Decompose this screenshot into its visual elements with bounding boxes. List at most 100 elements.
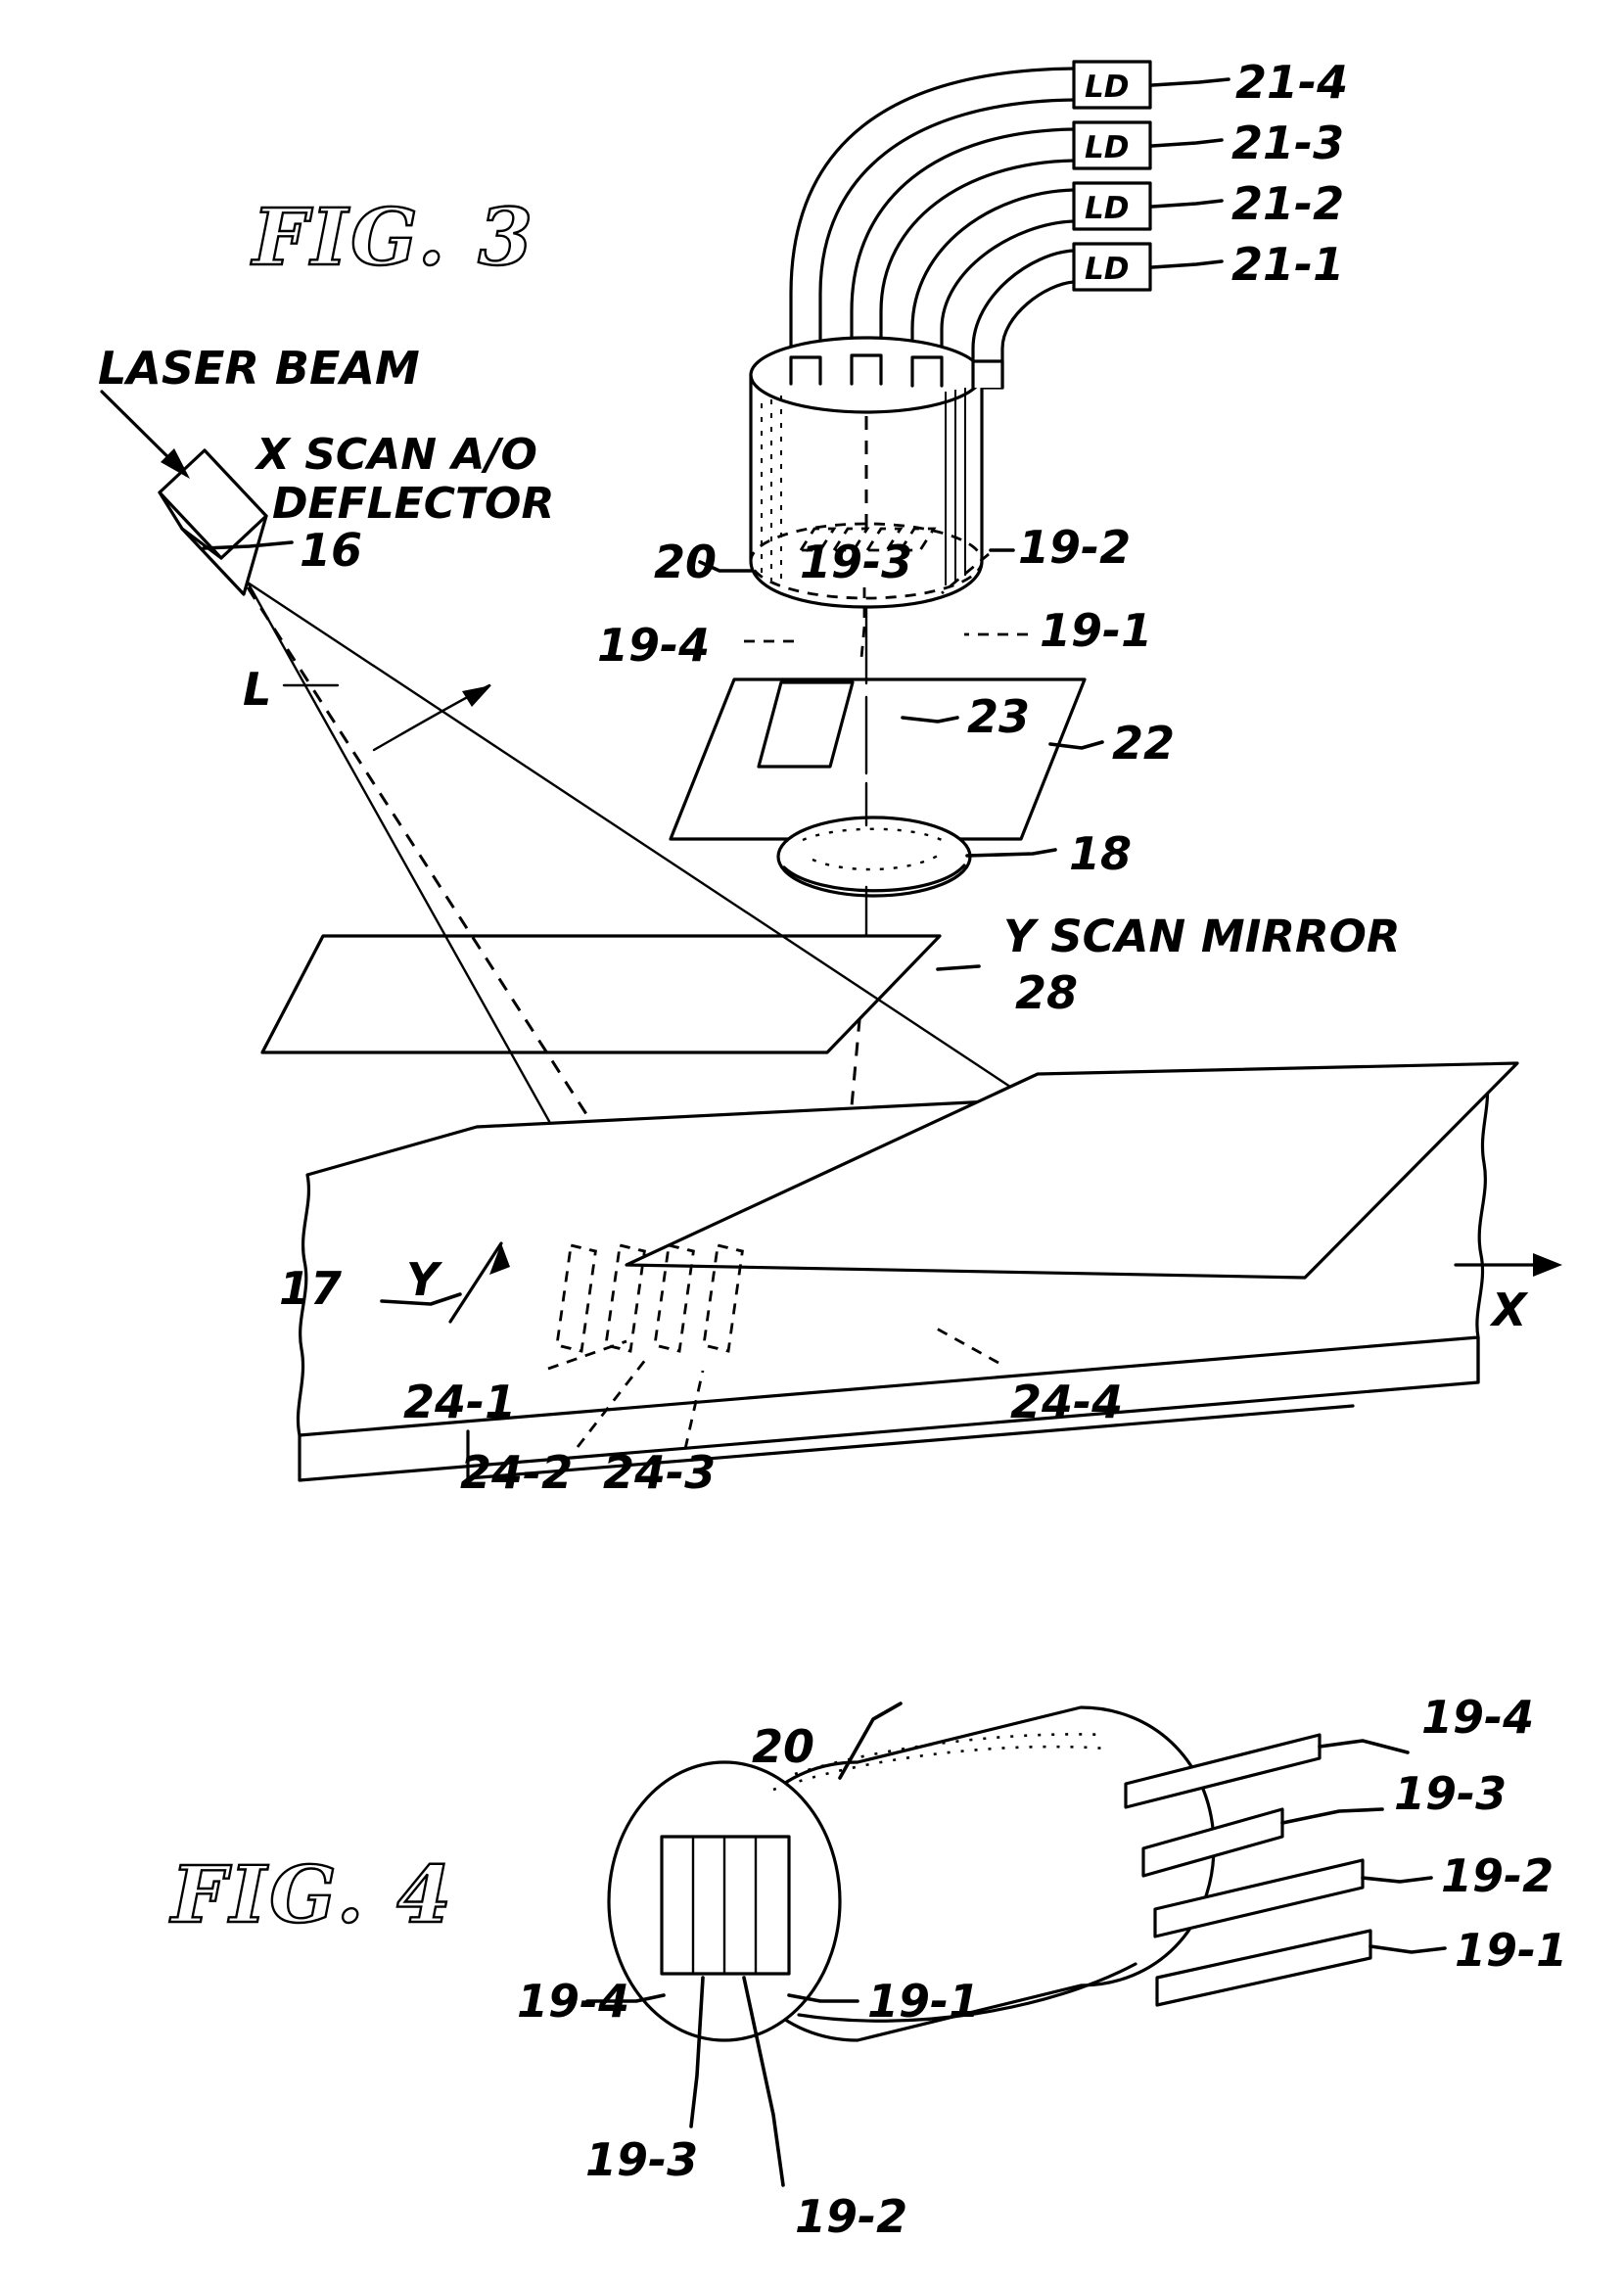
fiber-curve-3-outer (850, 127, 1076, 386)
mirror-plane-hidden-left (260, 935, 325, 1053)
spot-24-4-shape (702, 1243, 744, 1353)
fiber-port-4 (789, 355, 822, 386)
fiber-curve-2-inner (940, 219, 1076, 388)
ref-24-1: 24-1 (403, 1376, 516, 1428)
fig4-leader-19-2-face (742, 1976, 785, 2187)
ref-19-3-fig3: 19-3 (800, 536, 912, 588)
fiber-port-3 (850, 353, 883, 386)
laser-beam-arrowhead (161, 448, 190, 479)
ld-ref-21-2: 21-2 (1231, 177, 1344, 230)
ld-box-21-4 (1072, 60, 1152, 110)
fiber-port-1 (971, 359, 1004, 390)
fig4-fiber-19-2 (1153, 1858, 1365, 1938)
fig4-fiber-19-3 (1141, 1807, 1284, 1878)
spot-24-2-shape (604, 1243, 646, 1353)
fig4-leader-19-4-face (585, 1993, 666, 2003)
leader-20 (698, 560, 753, 573)
fig4-face-ref-19-2: 19-2 (795, 2190, 907, 2243)
ref-24-4: 24-4 (1010, 1376, 1123, 1428)
ref-16: 16 (300, 524, 362, 577)
label-laser-beam: LASER BEAM (98, 342, 420, 395)
ld-ref-21-4: 21-4 (1235, 56, 1348, 109)
fiber-core-ends (798, 527, 937, 552)
axis-y-shaft (448, 1241, 503, 1324)
ld-ref-21-3: 21-3 (1231, 117, 1344, 169)
fiber-curve-4-inner (818, 98, 1076, 386)
lens-ellipse (776, 816, 972, 898)
fig4-fibers: 19-4 19-3 19-2 19-1 (1124, 1691, 1567, 2007)
fig4-leader-20 (838, 1702, 903, 1780)
deflector-block-side (158, 490, 268, 596)
fig4-leader-19-1-face (787, 1993, 859, 2003)
ld-box-label-21-3: LD (1085, 130, 1130, 165)
fiber-curve-2-outer (910, 188, 1076, 388)
label-x-scan-line2: DEFLECTOR (272, 479, 554, 529)
leader-19-3 (859, 587, 866, 659)
ref-17: 17 (279, 1262, 342, 1315)
ld-ref-21-1: 21-1 (1231, 238, 1344, 291)
lens-shading (802, 827, 943, 871)
fig4-ref-20: 20 (752, 1720, 814, 1773)
axis-x-label: X (1489, 1284, 1529, 1336)
ref-20-fig3: 20 (654, 536, 717, 588)
fig4-ref-19-3: 19-3 (1394, 1767, 1507, 1820)
y-scan-mirror-28: Y SCAN MIRROR 28 (260, 910, 1401, 1054)
axis-x-arrowhead (1533, 1253, 1562, 1277)
fig4-leader-19-2 (1361, 1876, 1433, 1884)
deflector-block-edge (180, 527, 223, 560)
ld-leader-21-3 (1150, 138, 1224, 148)
lens-lower-arc (782, 863, 966, 893)
ld-box-label-21-1: LD (1085, 252, 1130, 287)
fiber-curve-4-outer (789, 67, 1076, 386)
leader-22 (1048, 740, 1104, 750)
figure-4-title: FIG. 4 (169, 1848, 454, 1940)
leader-19-2 (941, 552, 990, 595)
mask-plate-22: 23 22 (669, 677, 1175, 841)
leader-24-3 (683, 1370, 705, 1450)
mirror-plane-solid (260, 934, 942, 1054)
fiber-bundle-holder-fig4: 20 19-4 19-1 19-3 19-2 (517, 1702, 1216, 2243)
ld-leader-21-1 (1150, 259, 1224, 269)
laser-diode-21-1: LD 21-1 (1072, 238, 1344, 292)
mask-slit-23 (757, 680, 855, 769)
ld-box-21-1 (1072, 242, 1152, 292)
ld-box-label-21-2: LD (1085, 191, 1130, 226)
leader-18 (965, 848, 1057, 858)
fiber-curve-1-outer (971, 249, 1076, 390)
leader-23 (901, 716, 959, 723)
fig4-leader-19-4 (1318, 1739, 1410, 1754)
label-x-scan-line1: X SCAN A/O (254, 430, 537, 480)
angle-arrowhead (462, 685, 491, 707)
fig4-top-shading (772, 1733, 1107, 1792)
laser-diode-21-2: LD 21-2 (1072, 177, 1344, 231)
substrate-bottom-inner (466, 1404, 1355, 1480)
fig4-face-ref-19-4: 19-4 (517, 1975, 629, 2028)
fiber-port-2 (910, 355, 944, 388)
figure-3-group: FIG. 3 LD 21-4 LD 21-3 LD 21-2 LD 21-1 (98, 56, 1562, 1499)
fiber-curve-3-inner (879, 159, 1076, 386)
ld-box-21-3 (1072, 120, 1152, 170)
cylinder-shading-right (945, 388, 966, 585)
ref-18: 18 (1069, 827, 1132, 880)
ld-box-label-21-4: LD (1085, 70, 1130, 105)
fig4-fiber-19-1 (1155, 1929, 1372, 2007)
ld-leader-21-4 (1150, 77, 1230, 87)
fig4-leader-19-3 (1280, 1807, 1384, 1825)
spot-24-1-shape (555, 1243, 597, 1353)
fig4-ref-19-2: 19-2 (1441, 1849, 1554, 1902)
axis-y-label: Y (406, 1253, 443, 1306)
ref-19-2-fig3: 19-2 (1018, 521, 1131, 574)
leader-17 (380, 1292, 462, 1306)
label-L: L (243, 663, 271, 716)
fig4-leader-19-3-face (689, 1976, 705, 2128)
substrate-17: 17 Y X 24-1 24-2 24-3 2 (279, 1061, 1562, 1499)
scan-field-plane (625, 1061, 1519, 1280)
spot-24-3-shape (653, 1243, 695, 1353)
laser-diode-21-3: LD 21-3 (1072, 117, 1344, 170)
fig4-leader-19-1 (1369, 1944, 1447, 1954)
fiber-curve-1-inner (1000, 280, 1076, 390)
leader-24-1 (547, 1339, 627, 1371)
ref-19-1-fig3: 19-1 (1040, 604, 1152, 657)
